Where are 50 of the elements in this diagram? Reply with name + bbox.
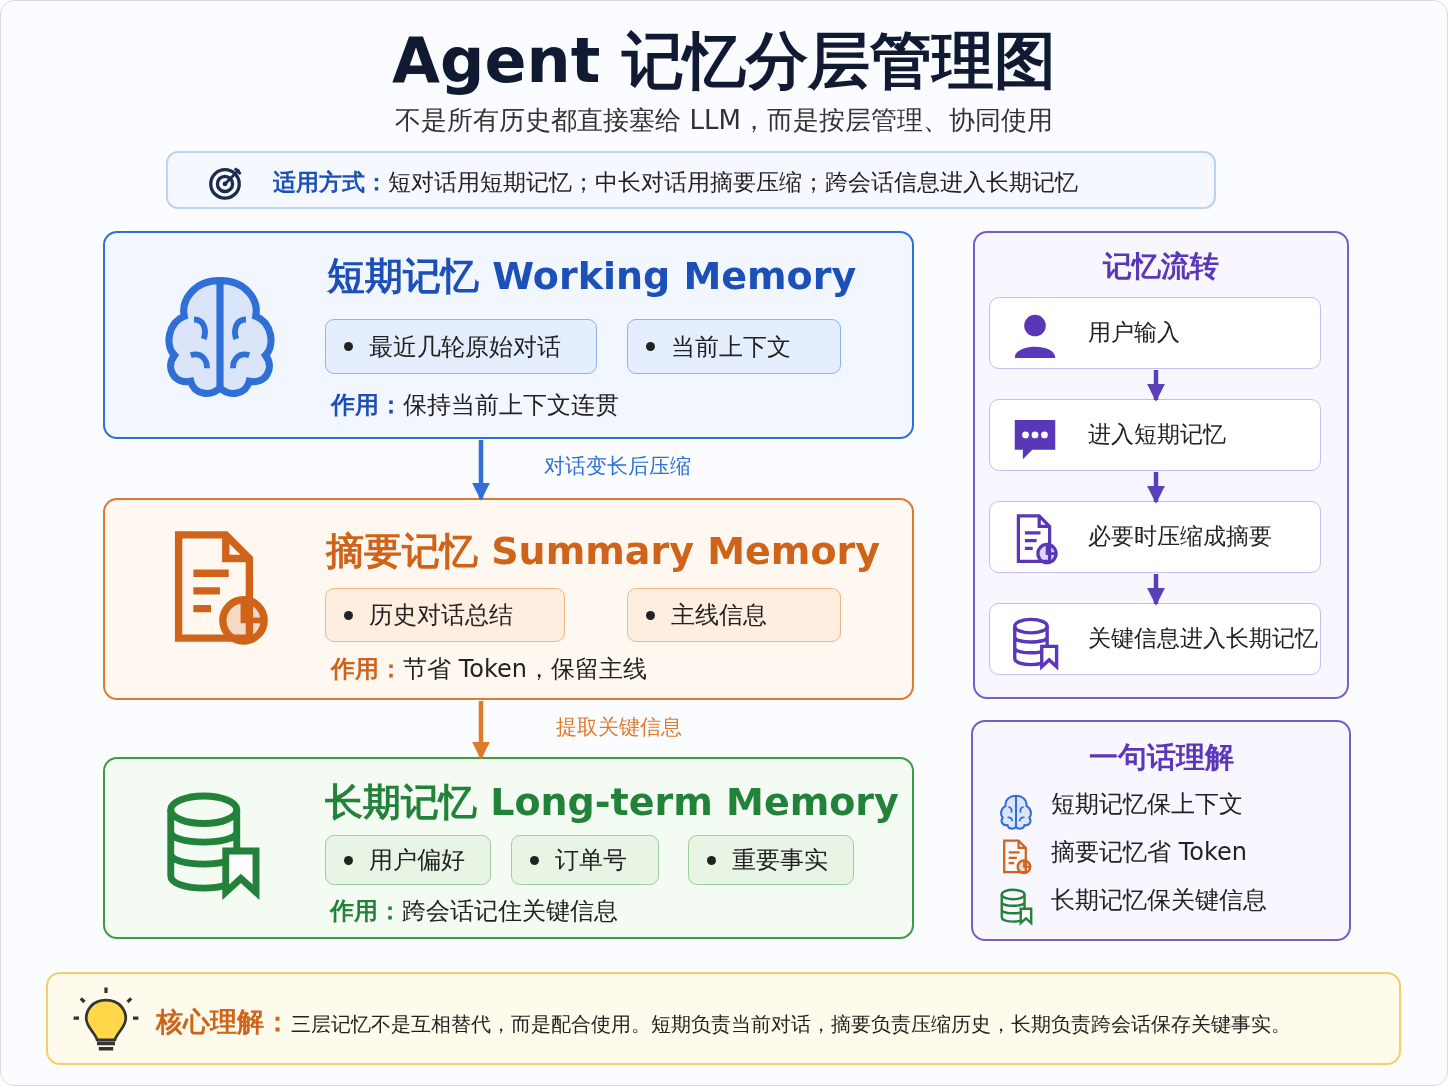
memory-panel bbox=[103, 498, 914, 700]
summary-line: 长期记忆保关键信息 bbox=[1051, 885, 1267, 916]
arrow bbox=[472, 701, 490, 760]
step-text: 关键信息进入长期记忆 bbox=[1088, 624, 1318, 653]
panel-title: 摘要记忆 Summary Memory bbox=[326, 528, 881, 575]
tag-chip bbox=[325, 835, 491, 885]
panel-title: 长期记忆 Long-term Memory bbox=[325, 779, 899, 826]
tag-text: 订单号 bbox=[555, 845, 627, 876]
panel-title: 短期记忆 Working Memory bbox=[327, 253, 857, 300]
panel-heading: 一句话理解 bbox=[1087, 739, 1235, 776]
summary-line: 短期记忆保上下文 bbox=[1051, 789, 1243, 820]
purpose-text: 作用：节省 Token，保留主线 bbox=[331, 654, 647, 685]
arrow bbox=[472, 440, 490, 501]
summary-line: 摘要记忆省 Token bbox=[1051, 837, 1247, 868]
tag-text: 历史对话总结 bbox=[369, 600, 513, 631]
edge-label: 提取关键信息 bbox=[553, 713, 685, 741]
arrow bbox=[1147, 574, 1165, 606]
tag-chip bbox=[627, 319, 841, 374]
purpose-text: 作用：跨会话记住关键信息 bbox=[330, 896, 618, 927]
tag-chip bbox=[511, 835, 659, 885]
memory-panel bbox=[103, 231, 914, 439]
tag-chip bbox=[325, 588, 565, 642]
side-panel bbox=[973, 231, 1349, 699]
arrow bbox=[1147, 472, 1165, 504]
step-box bbox=[989, 297, 1321, 369]
step-box bbox=[989, 501, 1321, 573]
tag-text: 最近几轮原始对话 bbox=[369, 331, 561, 363]
info-banner bbox=[166, 151, 1216, 209]
core-text: 核心理解：三层记忆不是互相替代，而是配合使用。短期负责当前对话，摘要负责压缩历史，长期负责跨会话保存关键事实。 bbox=[156, 1005, 1291, 1039]
title: Agent 记忆分层管理图 bbox=[391, 23, 1057, 99]
panel-heading: 记忆流转 bbox=[1101, 248, 1220, 285]
step-box bbox=[989, 399, 1321, 471]
purpose-text: 作用：保持当前上下文连贯 bbox=[331, 390, 619, 421]
step-box bbox=[989, 603, 1321, 675]
tag-text: 当前上下文 bbox=[671, 331, 791, 363]
tag-chip bbox=[688, 835, 854, 885]
tag-chip bbox=[627, 588, 841, 642]
banner-text: 适用方式：短对话用短期记忆；中长对话用摘要压缩；跨会话信息进入长期记忆 bbox=[273, 168, 1078, 197]
tag-text: 重要事实 bbox=[732, 845, 828, 876]
side-panel bbox=[971, 720, 1351, 941]
tag-text: 主线信息 bbox=[671, 600, 767, 631]
arrow bbox=[1147, 370, 1165, 402]
tag-text: 用户偏好 bbox=[369, 845, 465, 876]
step-text: 进入短期记忆 bbox=[1088, 420, 1226, 449]
subtitle: 不是所有历史都直接塞给 LLM，而是按层管理、协同使用 bbox=[394, 104, 1054, 137]
step-text: 用户输入 bbox=[1088, 318, 1180, 347]
insight-box bbox=[46, 972, 1401, 1065]
tag-chip bbox=[325, 319, 597, 374]
memory-panel bbox=[103, 757, 914, 939]
step-text: 必要时压缩成摘要 bbox=[1088, 522, 1272, 551]
